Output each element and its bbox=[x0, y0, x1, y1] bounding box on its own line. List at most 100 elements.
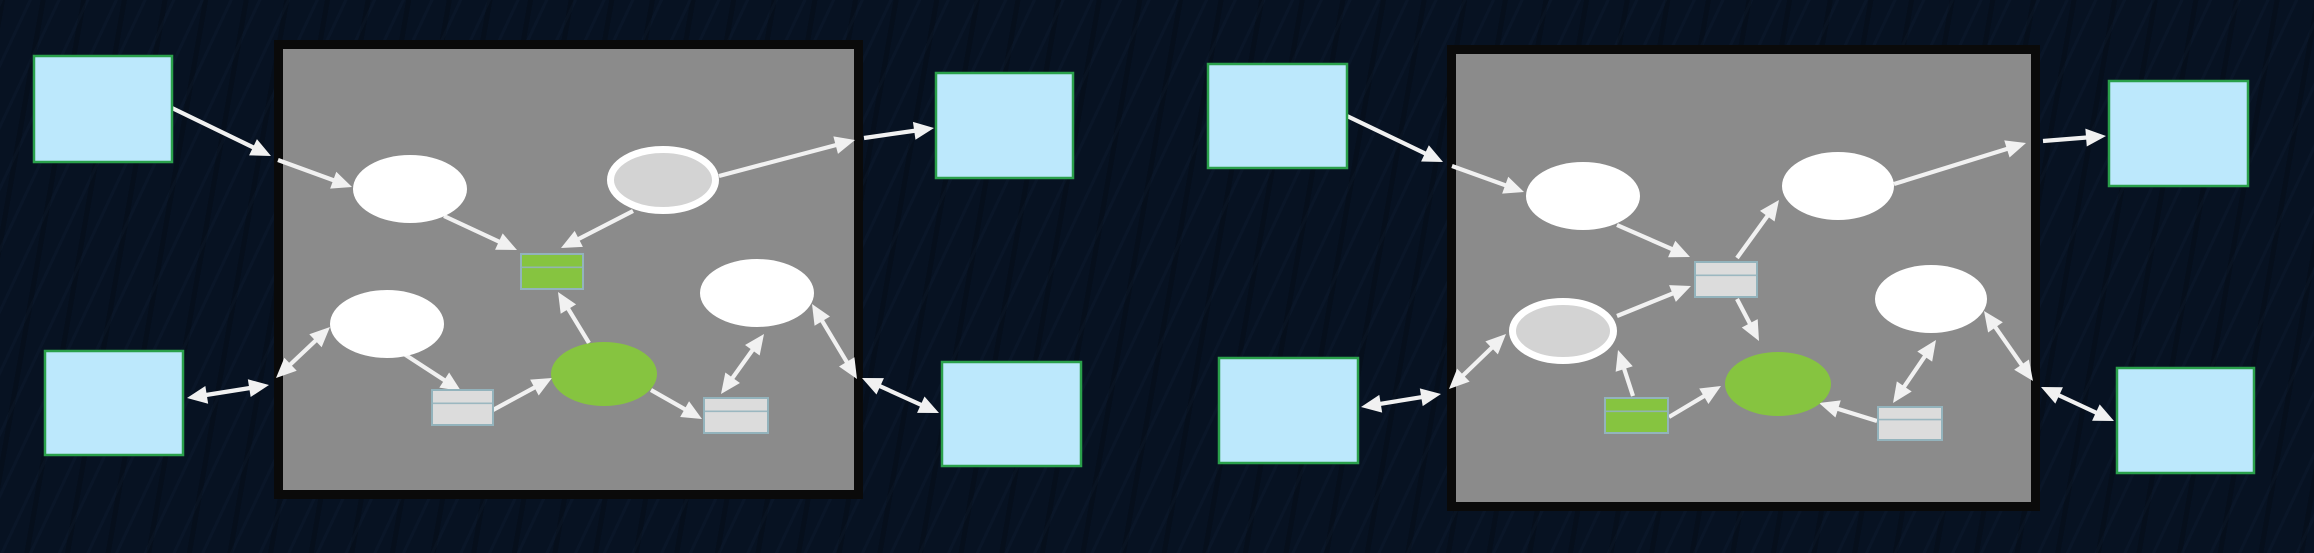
arrow-line bbox=[1451, 164, 1510, 189]
arrowhead-icon bbox=[1984, 311, 2003, 333]
arrowhead-icon bbox=[862, 378, 884, 395]
arrowhead-icon bbox=[1668, 240, 1690, 258]
arrow-line bbox=[1893, 145, 2012, 187]
arrow-line bbox=[728, 345, 757, 383]
arrow-line bbox=[1991, 322, 2026, 370]
arrowhead-icon bbox=[1893, 381, 1912, 403]
arrowhead-icon bbox=[1917, 340, 1936, 362]
arrowhead-icon bbox=[1819, 400, 1841, 418]
arrow-line bbox=[1735, 211, 1772, 260]
diagram-right-edge-16 bbox=[1449, 334, 1506, 389]
diagram-left-external-box-bottom-left bbox=[43, 349, 185, 457]
arrowhead-icon bbox=[912, 121, 934, 140]
arrow-line bbox=[863, 128, 919, 141]
diagram-left-edge-11 bbox=[862, 378, 939, 413]
arrow-line bbox=[491, 383, 539, 412]
arrowhead-icon bbox=[1502, 176, 1524, 194]
arrowhead-icon bbox=[187, 385, 209, 404]
arrowhead-icon bbox=[495, 233, 517, 250]
arrow-line bbox=[574, 209, 634, 243]
arrow-line bbox=[202, 385, 254, 398]
diagram-right-edge-11 bbox=[1984, 311, 2033, 381]
arrowhead-icon bbox=[812, 304, 831, 326]
arrowhead-icon bbox=[1699, 386, 1721, 404]
arrow-line bbox=[286, 336, 320, 369]
diagram-right-edge-13 bbox=[1893, 140, 2026, 187]
diagram-left-edge-3 bbox=[443, 214, 517, 250]
arrow-line bbox=[2042, 135, 2091, 144]
arrowhead-icon bbox=[917, 396, 939, 413]
diagram-right-edge-1 bbox=[1346, 114, 1443, 162]
arrowhead-icon bbox=[558, 292, 577, 314]
diagram-left-edge-8 bbox=[649, 388, 702, 419]
diagram-left-edge-1 bbox=[171, 106, 271, 156]
diagram-left-process-ellipse-right bbox=[700, 259, 814, 327]
diagram-left-edge-7 bbox=[491, 378, 552, 412]
arrowhead-icon bbox=[2092, 404, 2114, 421]
diagram-left-edge-5 bbox=[558, 292, 591, 345]
arrow-line bbox=[277, 158, 338, 184]
diagram-right-edge-8 bbox=[1667, 386, 1721, 419]
diagram-left-store-rect-bottom-right bbox=[703, 397, 769, 434]
arrowhead-icon bbox=[247, 379, 269, 398]
diagram-right-edge-4 bbox=[1735, 200, 1779, 260]
diagram-left-external-box-top-right bbox=[934, 71, 1075, 180]
diagram-left-edge-4 bbox=[561, 209, 634, 248]
diagram-right-external-box-bottom-right bbox=[2115, 366, 2256, 475]
diagram-right-store-rect-bottom-right-body bbox=[1877, 406, 1943, 441]
arrow-line bbox=[1900, 352, 1929, 391]
arrowhead-icon bbox=[838, 357, 857, 379]
arrowhead-icon bbox=[745, 334, 764, 356]
diagram-left-store-rect-bottom-left-body bbox=[431, 389, 494, 426]
diagram-left-store-rect-hub-green-body bbox=[520, 253, 584, 290]
diagram-right-edge-10 bbox=[1893, 340, 1936, 403]
diagram-left-process-ellipse-highlighted bbox=[607, 146, 719, 214]
diagram-right-edge-9 bbox=[1819, 400, 1878, 424]
diagram-left bbox=[32, 40, 1083, 499]
arrowhead-icon bbox=[833, 136, 855, 154]
diagram-right-store-rect-hub-gray-body bbox=[1694, 261, 1758, 298]
diagram-right-external-box-top-left bbox=[1206, 62, 1349, 170]
diagram-left-store-rect-hub-green bbox=[520, 253, 584, 290]
arrowhead-icon bbox=[276, 357, 297, 378]
arrowhead-icon bbox=[1361, 394, 1383, 413]
arrowhead-icon bbox=[2041, 387, 2063, 404]
diagram-left-edge-15 bbox=[276, 327, 330, 378]
arrow-line bbox=[1620, 364, 1635, 397]
arrowhead-icon bbox=[1759, 200, 1779, 222]
diagram-left-store-rect-bottom-left bbox=[431, 389, 494, 426]
arrow-line bbox=[171, 106, 258, 151]
diagram-right-edge-2 bbox=[1451, 164, 1524, 194]
arrowhead-icon bbox=[1421, 145, 1443, 162]
arrow-line bbox=[718, 142, 841, 179]
arrow-line bbox=[649, 388, 690, 413]
arrowhead-icon bbox=[330, 171, 352, 189]
arrowhead-icon bbox=[1615, 350, 1633, 372]
diagram-right-store-rect-green bbox=[1604, 397, 1669, 434]
diagram-left-edge-10 bbox=[812, 304, 857, 379]
diagram-left-edge-12 bbox=[718, 136, 855, 179]
arrow-line bbox=[399, 350, 449, 385]
arrowhead-icon bbox=[1669, 285, 1691, 302]
diagram-left-external-box-bottom-right bbox=[940, 360, 1083, 468]
diagram-right bbox=[1206, 45, 2256, 511]
arrowhead-icon bbox=[561, 230, 583, 248]
arrow-line bbox=[1346, 114, 1430, 157]
diagram-left-process-ellipse-green bbox=[551, 342, 657, 406]
arrowhead-icon bbox=[1419, 388, 1441, 407]
diagram-left-edge-14 bbox=[187, 379, 269, 404]
arrowhead-icon bbox=[2004, 140, 2026, 158]
diagram-right-external-box-top-right bbox=[2107, 79, 2250, 188]
arrow-line bbox=[875, 382, 926, 409]
diagram-right-process-ellipse-right bbox=[1875, 265, 1987, 333]
diagram-left-edge-6 bbox=[399, 350, 461, 391]
arrow-line bbox=[1833, 405, 1878, 424]
diagram-right-store-rect-hub-gray bbox=[1694, 261, 1758, 298]
arrow-line bbox=[1459, 343, 1496, 380]
arrow-line bbox=[1616, 223, 1677, 253]
diagram-right-process-ellipse-top-right bbox=[1782, 152, 1894, 220]
arrowhead-icon bbox=[249, 139, 271, 156]
diagram-right-external-box-bottom-left bbox=[1217, 356, 1360, 465]
arrowhead-icon bbox=[1449, 368, 1470, 389]
